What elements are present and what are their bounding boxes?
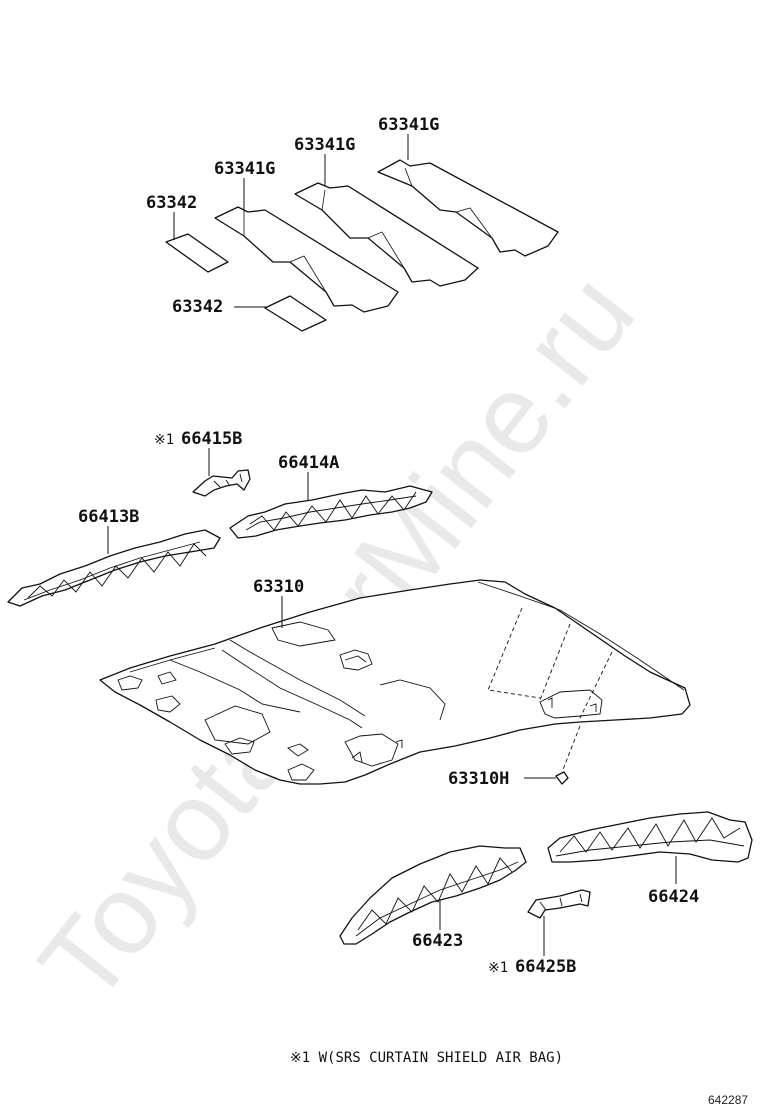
rail-rear-bracket[interactable] <box>527 889 591 919</box>
roof-pad-middle[interactable] <box>294 182 479 287</box>
headliner[interactable] <box>99 579 691 785</box>
roof-pad-front[interactable] <box>214 206 399 313</box>
label-headliner: 63310 <box>253 577 304 597</box>
figure-code: 642287 <box>708 1093 748 1107</box>
rail-right-front[interactable] <box>339 845 527 945</box>
label-pad-rear: 63341G <box>378 115 439 135</box>
label-pad-mid: 63341G <box>294 135 355 155</box>
rail-left[interactable] <box>7 529 221 607</box>
label-pad-front: 63341G <box>214 159 275 179</box>
roof-pad-rear[interactable] <box>377 159 559 257</box>
label-rail-right-rear: 66424 <box>648 887 699 907</box>
label-rail-center: 66414A <box>278 453 339 473</box>
roof-pad-small-lower[interactable] <box>264 295 327 332</box>
mark-rail-front-bracket: ※1 <box>154 432 174 448</box>
label-headliner-clip: 63310H <box>448 769 509 789</box>
label-rail-front-bracket: 66415B <box>181 429 242 449</box>
footnote: ※1 W(SRS CURTAIN SHIELD AIR BAG) <box>290 1050 563 1066</box>
mark-rail-rear-bracket: ※1 <box>488 960 508 976</box>
rail-front-bracket[interactable] <box>192 469 251 497</box>
label-pad-small-upper: 63342 <box>146 193 197 213</box>
rail-center[interactable] <box>229 485 433 539</box>
roof-pad-small-upper[interactable] <box>165 233 229 273</box>
headliner-clip[interactable] <box>555 771 569 785</box>
label-pad-small-lower: 63342 <box>172 297 223 317</box>
rail-right-rear[interactable] <box>547 811 753 863</box>
label-rail-rear-bracket: 66425B <box>515 957 576 977</box>
label-rail-right-front: 66423 <box>412 931 463 951</box>
label-rail-left: 66413B <box>78 507 139 527</box>
